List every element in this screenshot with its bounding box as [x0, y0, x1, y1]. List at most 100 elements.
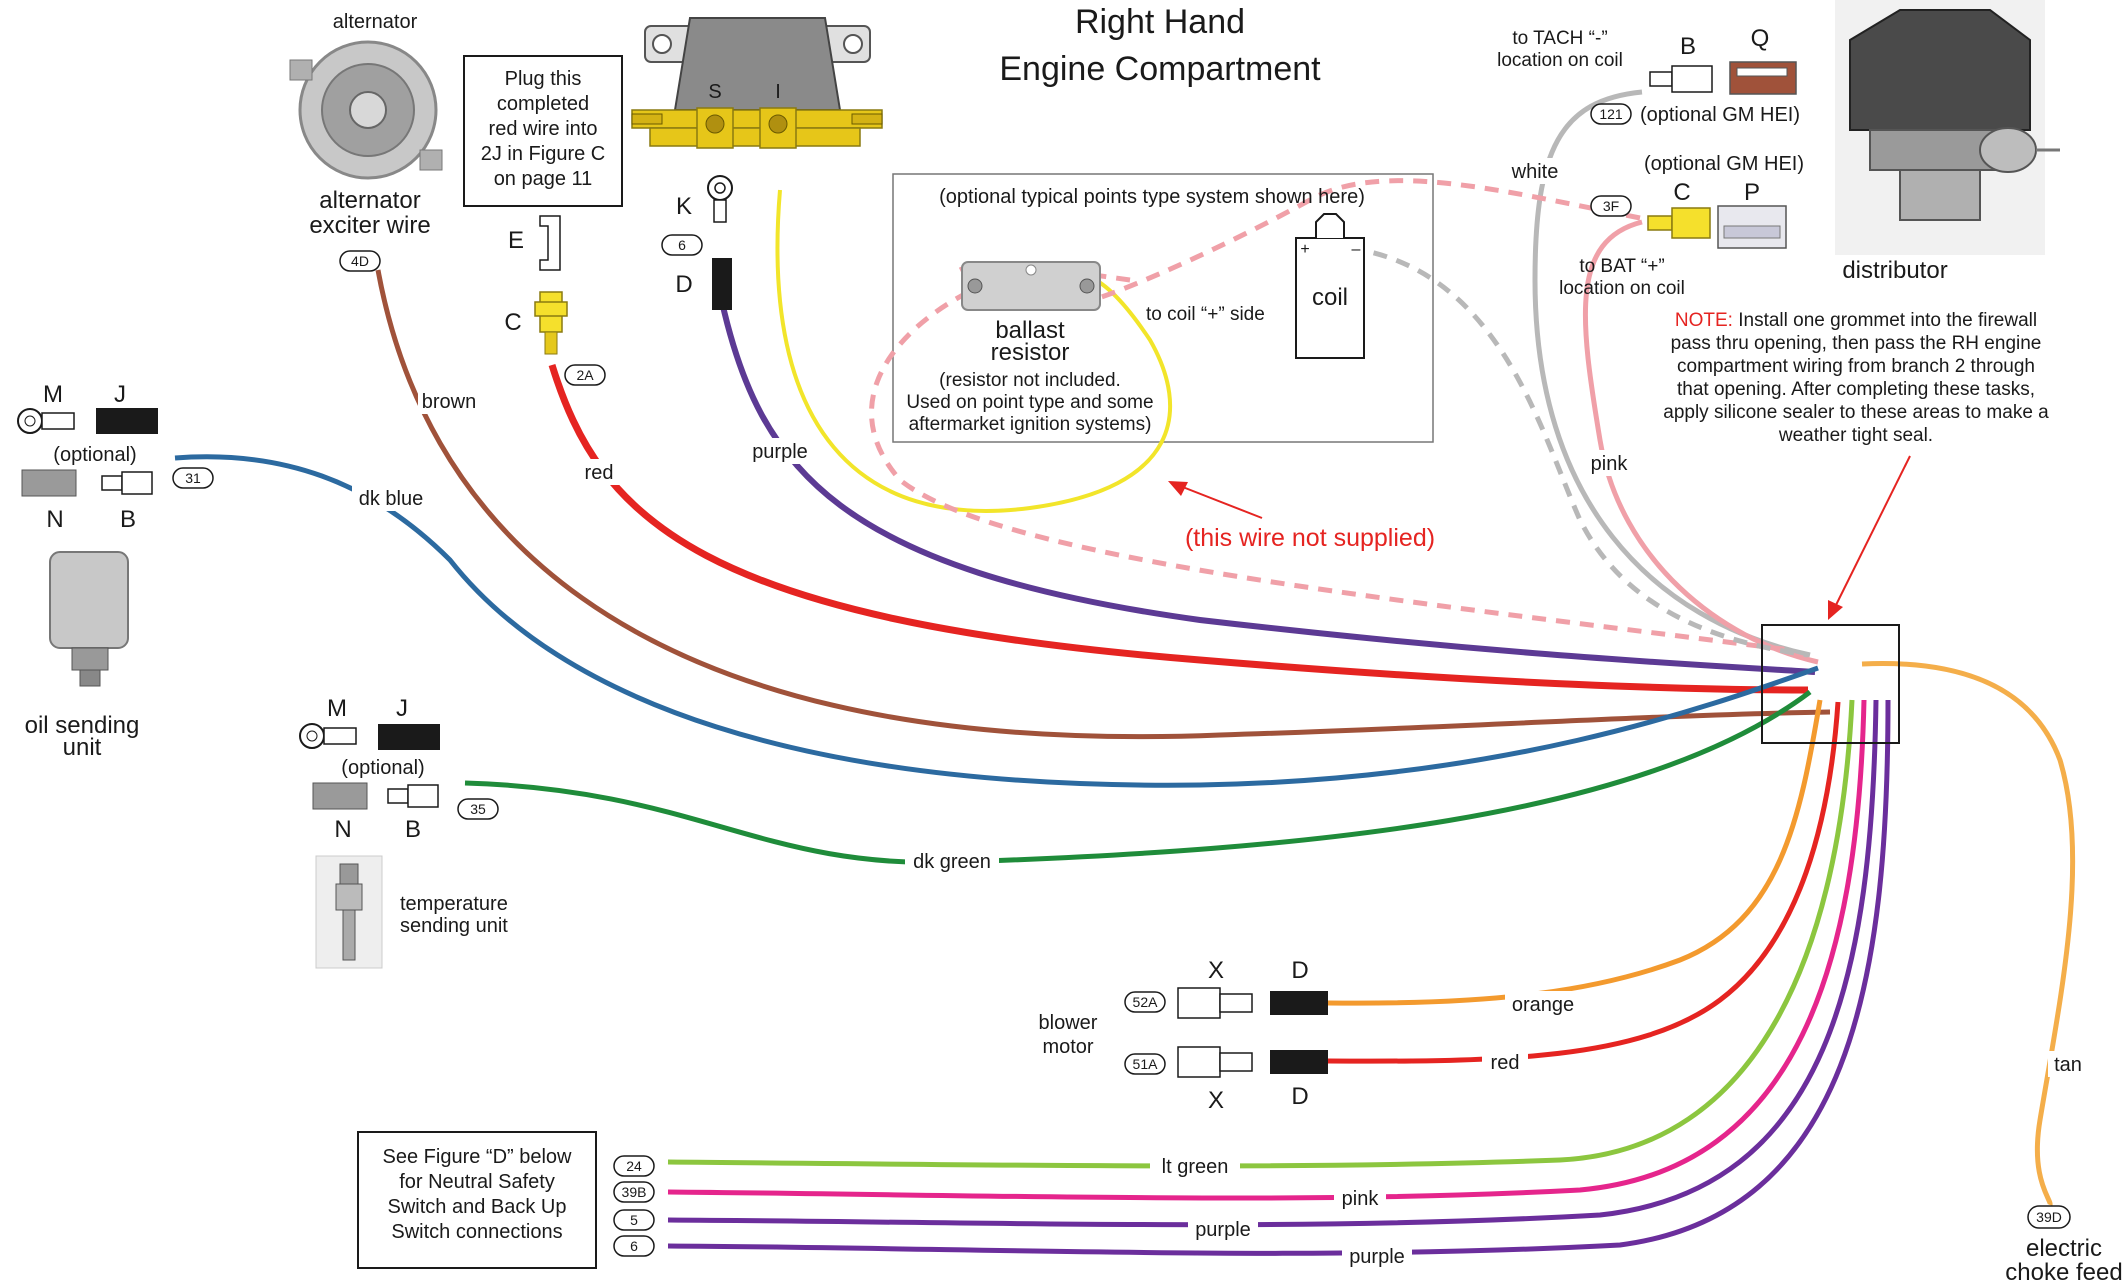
- red-wire: [548, 363, 1809, 694]
- choke-label-1: electric: [2026, 1235, 2102, 1262]
- oil-label-2: unit: [63, 734, 102, 761]
- wire-label-brown: brown: [422, 391, 476, 413]
- oil-M-label: M: [43, 381, 63, 408]
- tach-connector-B-label: B: [1680, 33, 1696, 60]
- coil-minus: –: [1352, 241, 1361, 258]
- circuit-badge-4D: [339, 250, 381, 272]
- coil-label: coil: [1312, 284, 1348, 311]
- tan-wire: [1861, 661, 2076, 1206]
- firewall-note-line-2: pass thru opening, then pass the RH engi…: [1671, 333, 2042, 354]
- blower-D-top-label: D: [1291, 957, 1308, 984]
- ballast-note-3: aftermarket ignition systems): [909, 414, 1152, 435]
- circuit-label-6-purple: 6: [678, 237, 686, 253]
- firewall-note-arrowhead: [1828, 600, 1843, 620]
- blower-label-2: motor: [1042, 1036, 1093, 1058]
- coil-plus: +: [1300, 241, 1309, 258]
- bat-label-1: to BAT “+”: [1579, 256, 1664, 277]
- wire-label-dk-green-group: dk green: [905, 848, 999, 874]
- oil-connector-J-icon: [96, 408, 158, 434]
- figure-d-note-line-2: for Neutral Safety: [399, 1171, 555, 1193]
- not-supplied-arrowhead: [1168, 481, 1188, 496]
- oil-ring-terminal-M-icon: [17, 408, 75, 434]
- firewall-note-line-4: that opening. After completing these tas…: [1677, 379, 2035, 400]
- circuit-label-2A: 2A: [576, 367, 594, 383]
- bat-connector-P-slot: [1723, 225, 1781, 239]
- wire-label-pink: pink: [1591, 453, 1629, 475]
- wire-label-red-blower: red: [1491, 1052, 1520, 1074]
- temp-label-2: sending unit: [400, 915, 508, 937]
- circuit-label-3F: 3F: [1603, 198, 1619, 214]
- circuit-badge-24: [613, 1155, 655, 1177]
- alternator-label-top: alternator: [333, 11, 418, 33]
- brown-wire: [375, 269, 1831, 740]
- temp-M-label: M: [327, 695, 347, 722]
- wire-label-red: red: [585, 462, 614, 484]
- temp-label-1: temperature: [400, 893, 508, 915]
- coil-icon: [1295, 213, 1365, 359]
- temp-connector-J-icon: [378, 724, 440, 750]
- wire-label-brown-group: brown: [418, 388, 480, 414]
- plug-note-line-4: 2J in Figure C: [481, 143, 606, 165]
- bat-connector-C-icon: [1647, 207, 1711, 239]
- connector-D-purple-label: D: [675, 271, 692, 298]
- wire-label-pink-bottom-group: pink: [1334, 1185, 1386, 1211]
- connector-C-red-icon: [534, 291, 568, 355]
- oil-connector-B-icon: [101, 471, 153, 495]
- circuit-badge-52A: [1124, 991, 1166, 1013]
- circuit-badge-5: [613, 1209, 655, 1231]
- bat-label-2: location on coil: [1559, 278, 1685, 299]
- ballast-label-2: resistor: [991, 339, 1070, 366]
- wire-label-tan-group: tan: [2048, 1051, 2088, 1077]
- wire-label-purple-5: purple: [1195, 1219, 1251, 1241]
- circuit-label-51A: 51A: [1133, 1056, 1159, 1072]
- wire-label-red-blower-group: red: [1482, 1049, 1528, 1075]
- wire-label-purple-5-group: purple: [1188, 1216, 1258, 1242]
- plug-note-line-1: Plug this: [505, 68, 582, 90]
- dk-green-wire: [464, 690, 1812, 866]
- oil-N-label: N: [46, 506, 63, 533]
- alternator-icon: [289, 40, 443, 180]
- alternator-label-1: alternator: [319, 187, 420, 214]
- circuit-badge-35: [457, 798, 499, 820]
- circuit-label-6-bottom: 6: [630, 1238, 638, 1254]
- temp-optional-label: (optional): [341, 757, 424, 779]
- ring-terminal-K-icon: [707, 175, 733, 223]
- firewall-note-line-5: apply silicone sealer to these areas to …: [1663, 402, 2049, 423]
- ballast-note-2: Used on point type and some: [906, 392, 1153, 413]
- ballast-note-1: (resistor not included.: [939, 370, 1121, 391]
- connector-E-icon: [539, 215, 561, 271]
- connector-E-label: E: [508, 227, 524, 254]
- blower-X-bottom-label: X: [1208, 1087, 1224, 1114]
- oil-connector-N-icon: [21, 469, 77, 497]
- oil-B-label: B: [120, 506, 136, 533]
- plug-note-line-5: on page 11: [494, 168, 593, 190]
- figure-d-note-line-4: Switch connections: [391, 1221, 562, 1243]
- wire-label-dk-green: dk green: [913, 851, 991, 873]
- plug-note-box: [463, 55, 623, 207]
- wire-label-white-group: white: [1505, 158, 1565, 184]
- solenoid-icon: [631, 17, 883, 149]
- blower-label-1: blower: [1039, 1012, 1098, 1034]
- distributor-label: distributor: [1842, 257, 1947, 284]
- dashed-pink-wire: [869, 279, 1791, 653]
- figure-d-note-box: [357, 1131, 597, 1269]
- ballast-label-1: ballast: [995, 317, 1065, 344]
- bat-connector-P-label: P: [1744, 179, 1760, 206]
- circuit-badge-6-bottom: [613, 1235, 655, 1257]
- circuit-label-52A: 52A: [1133, 994, 1159, 1010]
- wire-label-orange: orange: [1512, 994, 1574, 1016]
- plug-note-line-3: red wire into: [489, 118, 598, 140]
- circuit-label-35: 35: [470, 801, 486, 817]
- temp-J-label: J: [396, 695, 408, 722]
- title-line-2: Engine Compartment: [999, 50, 1321, 88]
- tach-label-2: location on coil: [1497, 50, 1623, 71]
- wire-label-white: white: [1511, 161, 1559, 183]
- firewall-note-prefix: NOTE:: [1675, 310, 1733, 331]
- figure-d-note-line-1: See Figure “D” below: [383, 1146, 573, 1168]
- bat-connector-C-label: C: [1673, 179, 1690, 206]
- oil-sending-unit-icon: [49, 551, 129, 687]
- blower-D-bottom-label: D: [1291, 1083, 1308, 1110]
- circuit-label-24: 24: [626, 1158, 642, 1174]
- blower-connector-X-bottom-icon: [1177, 1046, 1253, 1078]
